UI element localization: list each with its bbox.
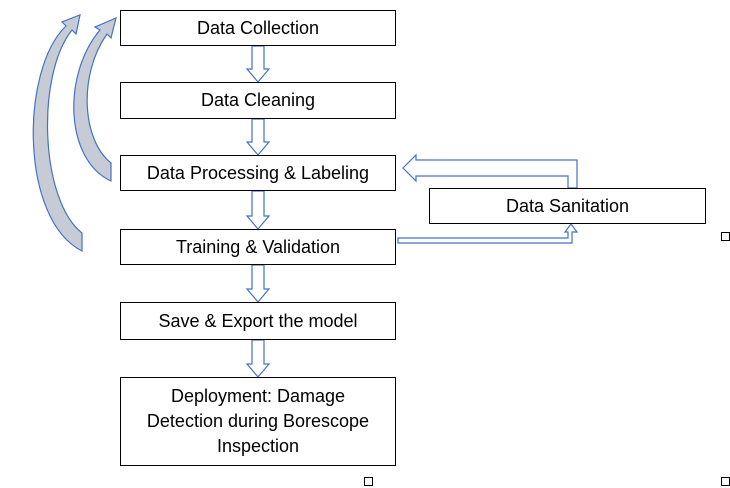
arrow-sanitation-to-processing: [402, 153, 578, 189]
down-arrow-processing-to-training: [245, 190, 271, 230]
loop-arrow-outer: [32, 14, 83, 252]
step-label: Training & Validation: [175, 236, 341, 257]
step-data-sanitation: Data Sanitation: [429, 188, 706, 224]
down-arrow-collection-to-cleaning: [245, 45, 271, 83]
step-training-validation: Training & Validation: [120, 229, 396, 265]
step-save-export: Save & Export the model: [120, 302, 396, 340]
step-data-processing: Data Processing & Labeling: [120, 155, 396, 191]
step-data-collection: Data Collection: [120, 10, 396, 46]
step-deployment: Deployment: Damage Detection during Bore…: [120, 377, 396, 466]
down-arrow-export-to-deployment: [245, 339, 271, 378]
step-label: Data Processing & Labeling: [146, 162, 370, 183]
step-label: Data Collection: [196, 17, 320, 38]
down-arrow-cleaning-to-processing: [245, 118, 271, 156]
step-label: Data Cleaning: [200, 90, 316, 110]
step-data-cleaning: Data Cleaning: [120, 82, 396, 119]
step-label: Data Sanitation: [505, 195, 630, 216]
resize-handle[interactable]: [364, 477, 373, 486]
arrow-training-to-sanitation: [397, 223, 579, 244]
step-label: Deployment: Damage Detection during Bore…: [146, 386, 370, 456]
down-arrow-training-to-export: [245, 264, 271, 303]
loop-arrow-inner: [73, 16, 117, 182]
resize-handle[interactable]: [721, 477, 730, 486]
resize-handle[interactable]: [721, 232, 730, 241]
step-label: Save & Export the model: [158, 310, 358, 331]
